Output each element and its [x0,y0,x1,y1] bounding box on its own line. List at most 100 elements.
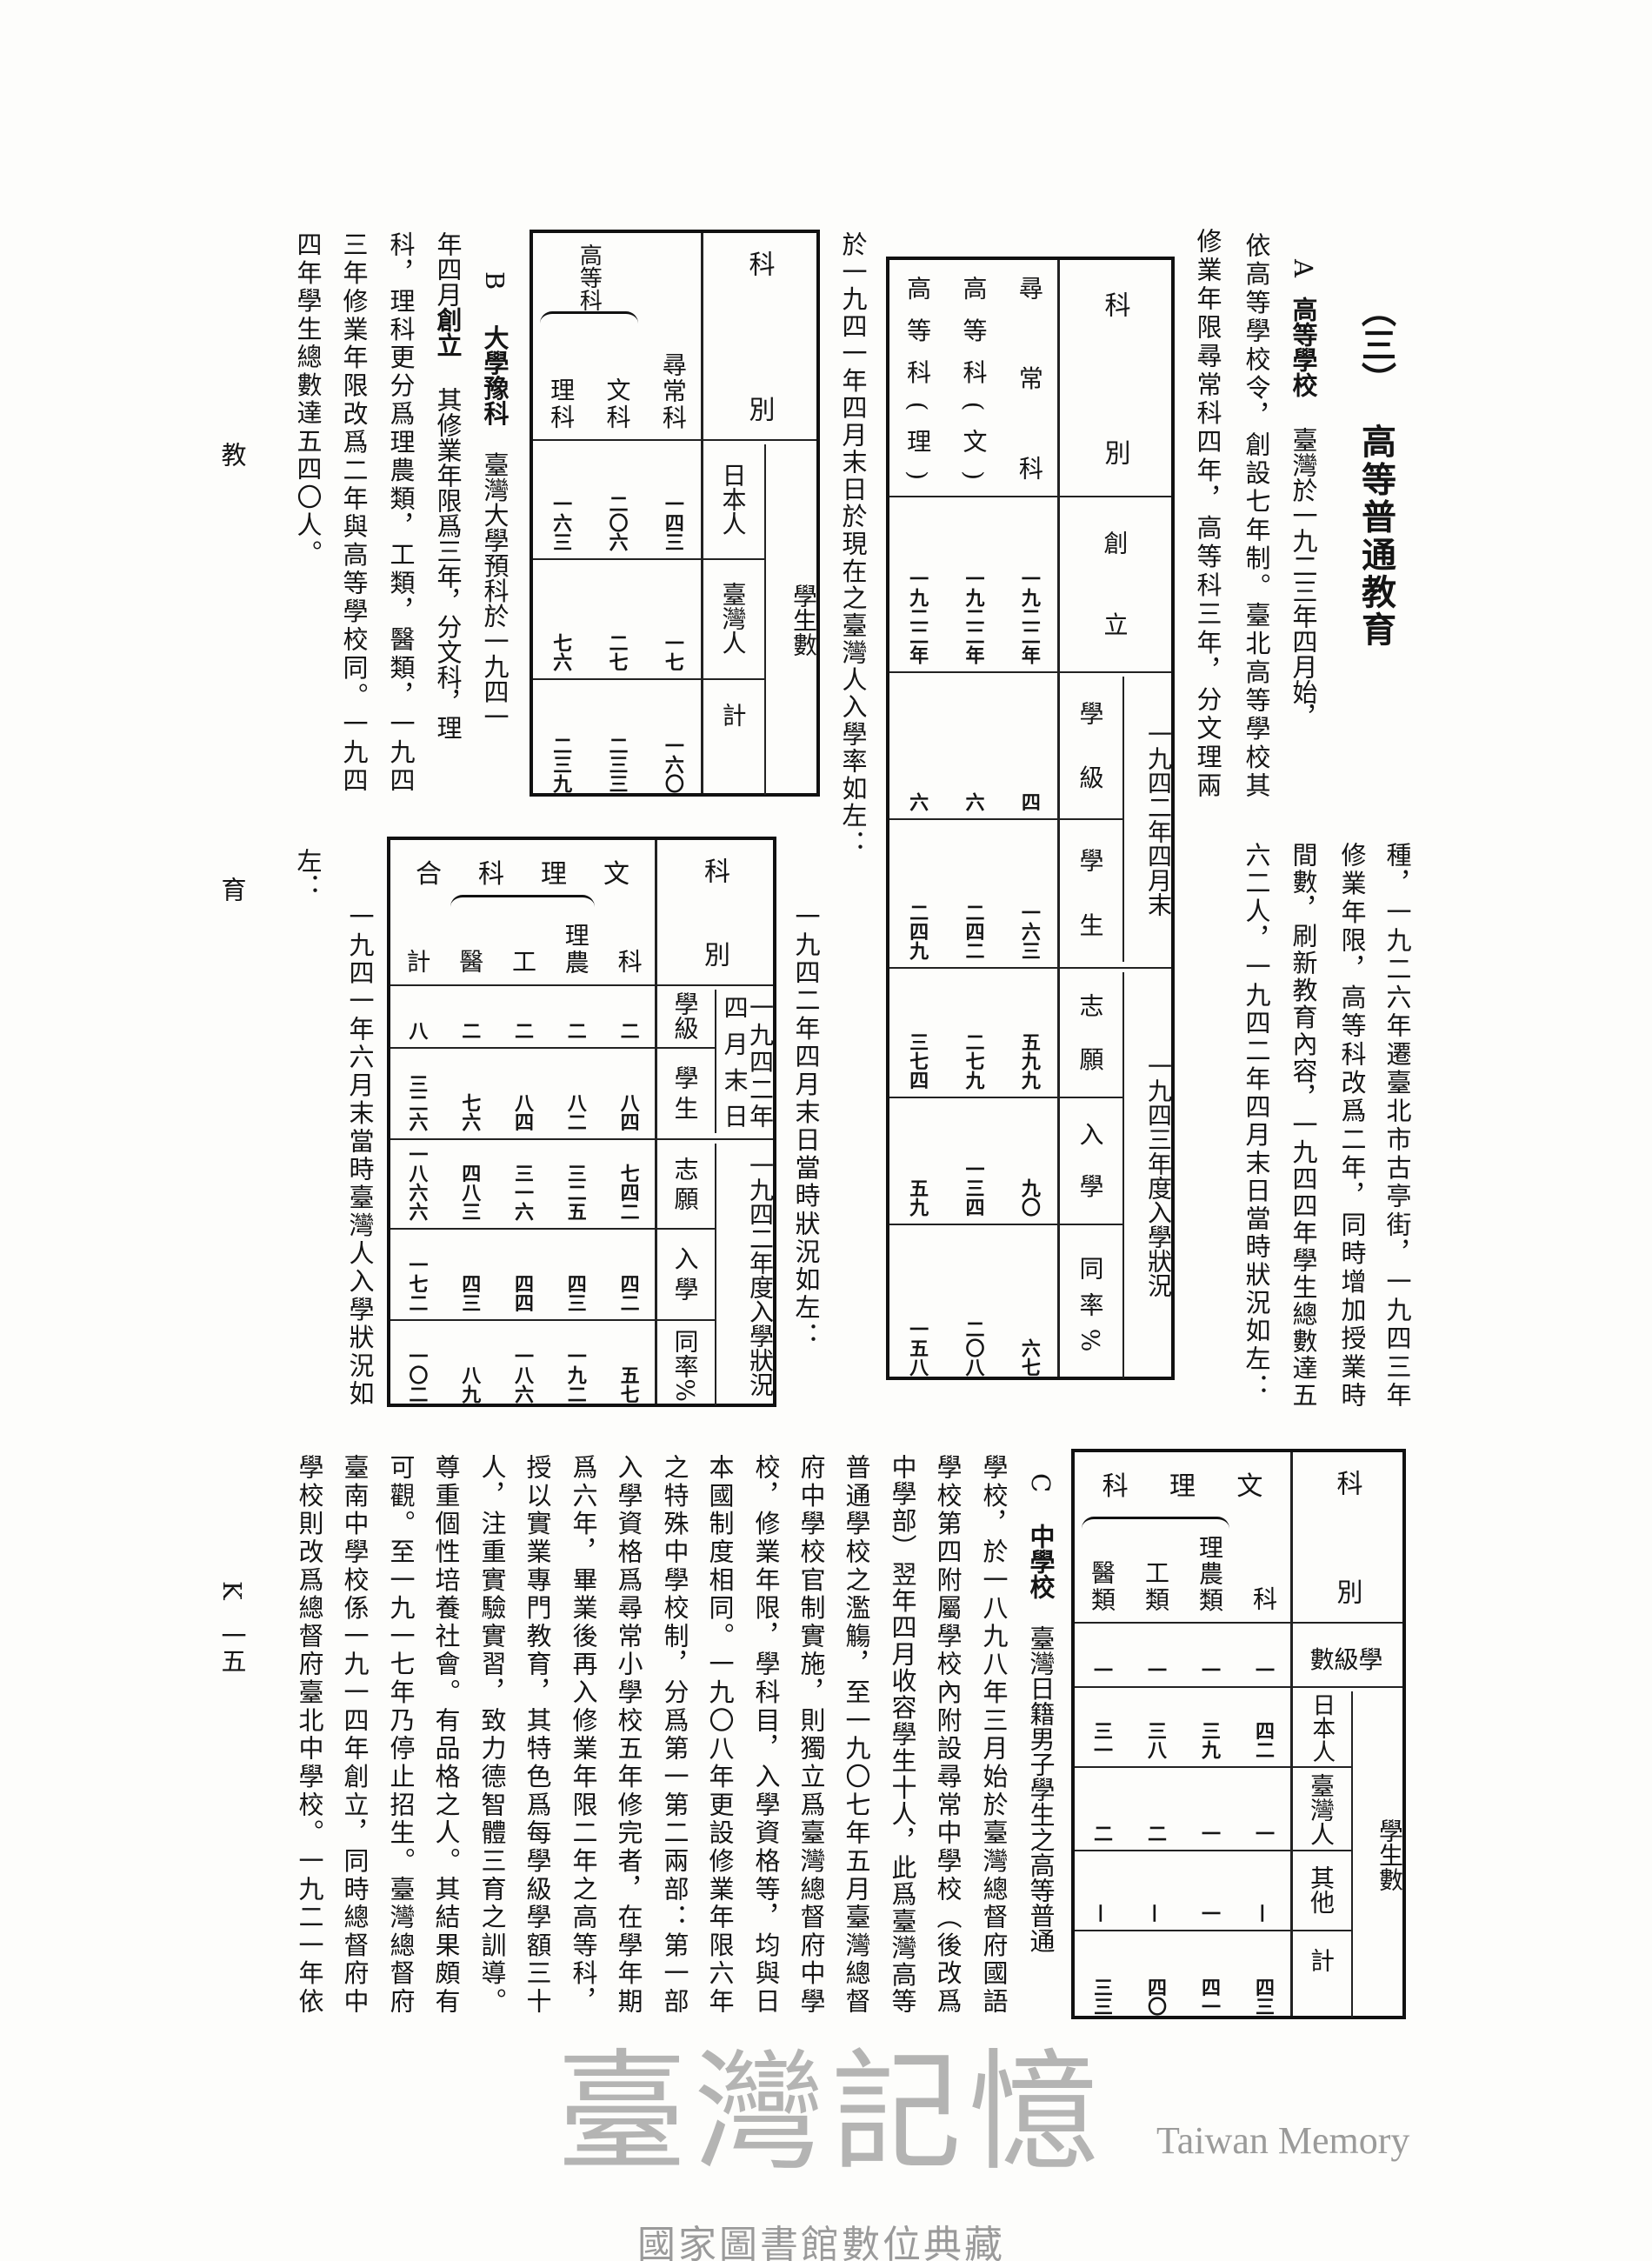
brace-icon [450,895,596,910]
running-head-char: 育 [217,877,247,902]
text-column: 一九四二年四月末日當時狀況如左： [791,904,821,1347]
row-divider [390,1138,773,1140]
table-cell-value: 二七 [605,633,629,671]
group-divider [1351,1691,1353,2018]
table-t1: 一九四二年四月末一九四三年度入學狀況科別尋常科高等科(文)高等科(理)創立一九二… [886,257,1175,1380]
row-divider [1075,1686,1402,1688]
top-label-row: 文理科合 [397,852,648,890]
table-cell-value: 三二六 [405,1074,429,1131]
table-cell-value: 六 [906,792,929,811]
text-line: 其修業年限爲三年，分文科，理 [433,387,463,740]
table-cell-value: 一九二二年 [906,569,929,664]
row-label: 同率% [670,1328,700,1402]
column-header: 理農類 [1196,1534,1224,1611]
text-column: 人，注重實驗實習，致力德智體三育之訓導。 [477,1454,507,2013]
table-cell-value: 一 [1252,1660,1275,1679]
group-label: 學生數 [1376,1817,1404,1891]
table-cell-value: 五九九 [1017,1032,1041,1090]
row-label: 學級 [1076,700,1105,790]
row-label: 臺灣人 [1307,1773,1336,1846]
column-header: 尋常科 [1015,276,1044,480]
table-t3: 一九四二年四月末日一九四二年度入學狀況科別科理農工醫計文理科合學級二二二二八學生… [387,837,776,1407]
text-column: 於一九四一年四月末日於現在之臺灣人入學率如左： [838,231,868,855]
row-divider [1075,1622,1402,1624]
group-label: 一九四二年四月末日 [720,995,775,1128]
row-label: 學生 [670,1065,700,1120]
table-cell-value: 一八六 [511,1346,534,1404]
table-cell-value: 四二 [616,1274,640,1312]
subsection-a: A高等學校臺灣於一九二三年四月始， [1289,259,1318,730]
text-column: 四年學生總數達五四〇人。 [293,231,323,565]
table-cell-value: 二三三 [605,736,629,793]
table-cell-value: 一七二 [405,1255,429,1312]
subsection-heading: 中學校 [1026,1524,1056,1600]
text-column: 普通學校之濫觴，至一九〇七年五月臺灣總督 [842,1454,871,2013]
watermark-logo: 臺灣記憶 [556,2038,1107,2189]
row-label: 學生 [1076,848,1105,937]
row-divider [390,984,773,986]
row-divider [533,439,816,441]
row-label: 創立 [1100,530,1129,637]
column-header: 工類 [1142,1560,1170,1611]
table-cell-value: 八二 [563,1093,587,1131]
row-label: 入學 [670,1246,700,1301]
subsection-c: C中學校臺灣日籍男子學生之高等普通 [1026,1473,1056,1953]
text-column: 可觀。至一九一七年乃停止招生。臺灣總督府 [386,1454,416,2013]
table-cell-value: 七六 [458,1093,482,1131]
section-letter: K [217,1581,247,1600]
table-cell-value: 二〇八 [962,1319,985,1377]
table-cell-value: 四〇 [1144,1978,1167,2016]
text-column: 間數，刷新教育內容，一九四四年學生總數達五 [1289,842,1318,1407]
row-label: 計 [1307,1948,1336,1973]
text-column: 授以實業專門教育，其特色爲每學級學額三十 [523,1454,552,2013]
table-cell-value: 八 [405,1021,429,1040]
row-label: 其他 [1307,1865,1336,1914]
table-cell-value: 一六三 [550,494,573,551]
group-divider [715,1144,716,1405]
text-column: 尊重個性培養社會。有品格之人。其結果頗有 [431,1454,461,2013]
top-label: 理 [541,859,567,890]
group-divider [1122,972,1124,1378]
table-cell-value: 二 [458,1021,482,1040]
top-label: 合 [416,859,442,890]
table-cell-value: 一 [1198,1904,1221,1923]
table-cell-value: 一 [1090,1660,1113,1679]
table-cell-value: 一三四 [962,1159,985,1217]
founded-label: 創立 [433,307,463,357]
row-label: 同率% [1076,1255,1105,1352]
table-cell-value: 三二五 [563,1164,587,1221]
table-cell-value: 八四 [511,1093,534,1131]
table-cell-value: — [1144,1904,1167,1923]
table-cell-value: 二 [563,1021,587,1040]
row-divider [889,496,1171,497]
row-label: 臺灣人 [718,582,748,655]
top-label: 文 [1236,1471,1263,1502]
header-divider [1290,1452,1293,2016]
top-label: 文 [603,859,629,890]
row-label: 學級 [670,991,700,1040]
table-cell-value: 四四 [511,1274,534,1312]
table-cell-value: 二四九 [906,903,929,960]
row-divider [390,1228,715,1230]
row-divider [889,1224,1122,1225]
subsection-letter: A [1289,259,1318,277]
group-divider [764,444,766,795]
text-column: 府中學校官制實施，則獨立爲臺灣總督府中學 [796,1454,826,2013]
column-header: 科 [614,948,643,973]
group-divider [715,990,716,1133]
table-cell-value: 三八 [1144,1721,1167,1759]
row-divider [889,1097,1122,1098]
header-divider [701,233,703,793]
running-head-char: 教 [217,442,247,467]
table-cell-value: 一五八 [906,1319,929,1377]
brace-label: 高等科 [576,243,603,311]
archive-footer: 國家圖書館數位典藏 [637,2223,1005,2261]
table-t2: 學生數科別尋常科文科理科高等科日本人一四三二〇六一六三臺灣人一七二七七六計一六〇… [530,230,820,797]
subsection-letter: C [1026,1473,1056,1493]
table-cell-value: 七四二 [616,1164,640,1221]
table-cell-value: 三七四 [906,1032,929,1090]
table-cell-value: 三一 [1090,1721,1113,1759]
section-title: 高等普通教育 [1356,424,1396,646]
header-divider [655,840,657,1404]
table-cell-value: 一六三 [1017,903,1041,960]
